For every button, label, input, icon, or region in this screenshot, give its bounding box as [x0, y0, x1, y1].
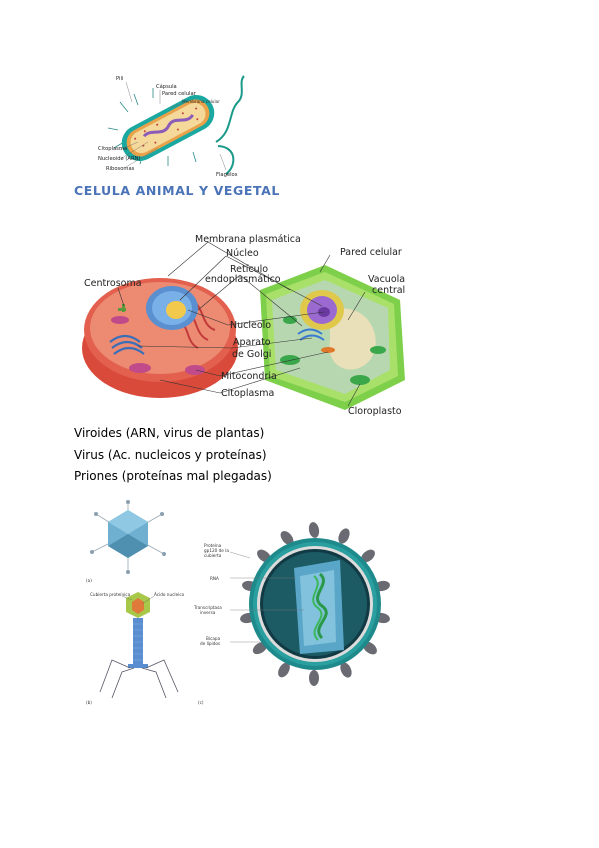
cell-label-golgi-1: Aparato — [233, 337, 271, 348]
virus-label-bicapa-1: Bicapa — [206, 636, 221, 641]
cell-label-membrana: Membrana plasmática — [195, 234, 301, 245]
cell-label-pared: Pared celular — [340, 247, 402, 258]
text-line-priones: Priones (proteínas mal plegadas) — [74, 469, 272, 483]
cell-label-centrosoma: Centrosoma — [84, 278, 142, 289]
virus-label-trans-1: Transcriptasa — [193, 605, 222, 610]
bacteria-label-capsula: Cápsula — [156, 83, 177, 90]
cell-label-cloroplasto: Cloroplasto — [348, 406, 402, 417]
bacteria-label-pared: Pared celular — [162, 91, 197, 97]
text-line-viroides: Viroides (ARN, virus de plantas) — [74, 426, 265, 440]
cell-label-reticulo-1: Retículo — [230, 264, 268, 275]
virus-label-arn: RNA — [210, 576, 219, 581]
virus-label-acido: Ácido nucleico — [154, 592, 185, 597]
cell-label-nucleo: Núcleo — [226, 248, 259, 259]
bacteria-label-pili: Pili — [116, 76, 123, 82]
cell-label-vacuola-2: central — [372, 285, 405, 296]
virus-label-fig-b: (b) — [86, 700, 92, 705]
bacteria-label-nucleoide: Nucleoide (ARN) — [98, 156, 140, 162]
cell-figure: Membrana plasmática Núcleo Pared celular… — [82, 234, 405, 417]
bacteria-label-citoplasma: Citoplasma — [98, 146, 127, 152]
bacteria-label-membrana: Membrana celular — [182, 99, 220, 104]
animal-cell — [82, 278, 238, 398]
virus-label-cubierta: Cubierta proteínica — [90, 592, 131, 597]
virus-label-proteina-1: Proteína — [204, 543, 222, 548]
hiv-virus: Proteína gp120 de la cubierta RNA Transc… — [193, 522, 390, 705]
virus-label-proteina-2: gp120 de la — [204, 548, 229, 553]
cell-label-vacuola-1: Vacuola — [368, 274, 405, 285]
bacteria-label-flagelos: Flagelos — [216, 172, 238, 178]
bacteria-label-ribosomas: Ribosomas — [106, 166, 135, 172]
cell-label-citoplasma: Citoplasma — [221, 388, 274, 399]
virus-figure: (a) Cubierta proteínica Ácido nucleico (… — [86, 500, 390, 705]
virus-label-trans-2: inversa — [200, 610, 216, 615]
section-heading: CELULA ANIMAL Y VEGETAL — [74, 183, 280, 198]
plant-cell — [260, 265, 405, 410]
cell-label-reticulo-2: endoplasmático — [205, 274, 281, 285]
virus-label-fig-c: (c) — [198, 700, 204, 705]
cell-label-nucleolo: Nucleolo — [230, 320, 271, 331]
icosahedral-virus: (a) — [86, 500, 166, 583]
bacteriophage: Cubierta proteínica Ácido nucleico (b) — [86, 592, 185, 705]
virus-label-proteina-3: cubierta — [204, 553, 222, 558]
virus-label-fig-a: (a) — [86, 578, 92, 583]
virus-label-bicapa-2: de lípidos — [200, 641, 220, 646]
cell-label-golgi-2: de Golgi — [232, 349, 271, 360]
bacteria-figure: Pili Cápsula Pared celular Membrana celu… — [98, 75, 245, 178]
text-line-virus: Virus (Ac. nucleicos y proteínas) — [74, 448, 267, 462]
cell-label-mitocondria: Mitocondria — [221, 371, 277, 382]
